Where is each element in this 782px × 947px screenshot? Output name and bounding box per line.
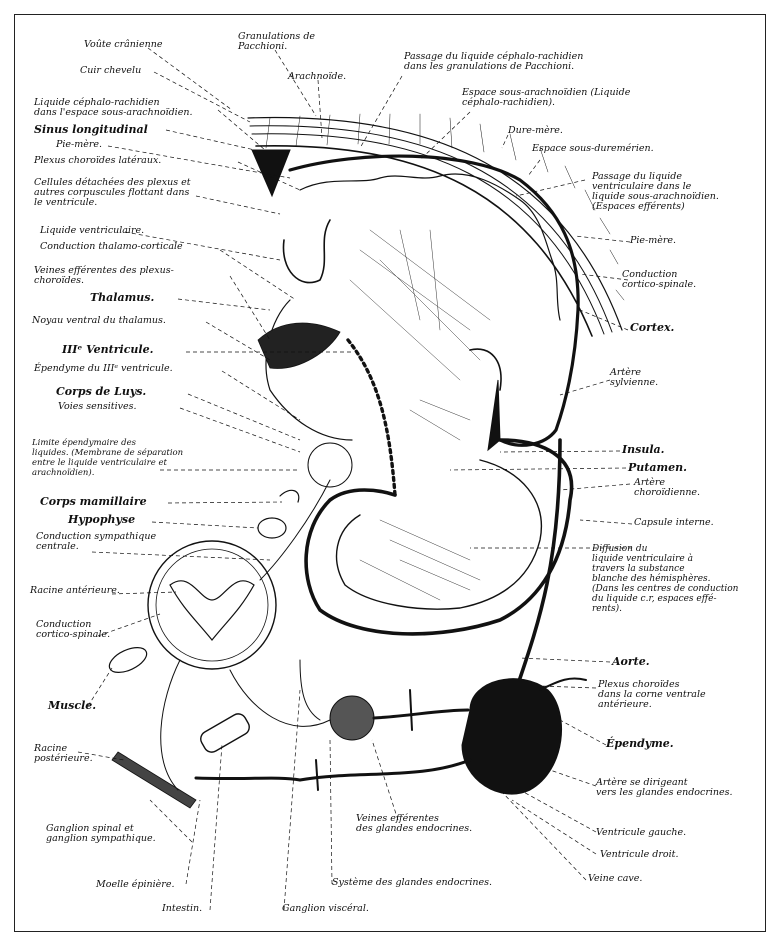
label-limite-ependymaire: Limite épendymaire des liquides. (Membra… <box>32 438 183 478</box>
label-cellules-detachees: Cellules détachées des plexus et autres … <box>34 178 191 208</box>
inner-gyri <box>300 174 560 320</box>
label-cuir-chevelu: Cuir chevelu <box>80 66 141 76</box>
label-artere-glandes: Artère se dirigeant vers les glandes end… <box>596 778 733 798</box>
label-veines-efferentes-plexus: Veines efférentes des plexus- choroïdes. <box>34 266 174 286</box>
muscle-shape <box>106 642 151 677</box>
label-ependyme: Épendyme. <box>606 738 674 750</box>
label-artere-choroidienne: Artère choroïdienne. <box>634 478 700 498</box>
label-espace-sous-arachnoidien: Espace sous-arachnoïdien (Liquide céphal… <box>462 88 630 108</box>
sylvian-fissure <box>470 349 501 390</box>
label-dure-mere: Dure-mère. <box>508 126 563 136</box>
sinus-longitudinal <box>252 150 290 196</box>
choroid-plexus <box>258 323 340 369</box>
label-lcr-espace: Liquide céphalo-rachidien dans l'espace … <box>34 98 192 118</box>
label-veine-cave: Veine cave. <box>588 874 642 884</box>
label-intestin: Intestin. <box>162 904 202 914</box>
label-ganglion-spinal: Ganglion spinal et ganglion sympathique. <box>46 824 156 844</box>
label-ganglion-visceral: Ganglion viscéral. <box>282 904 369 914</box>
label-moelle: Moelle épinière. <box>96 880 175 890</box>
label-systeme-glandes: Système des glandes endocrines. <box>332 878 492 888</box>
label-conduction-sympathique: Conduction sympathique centrale. <box>36 532 156 552</box>
label-conduction-thalamo: Conduction thalamo-corticale <box>40 242 183 252</box>
label-passage-ventriculaire: Passage du liquide ventriculaire dans le… <box>592 172 719 212</box>
label-conduction-cortico-spinale-right: Conduction cortico-spinale. <box>622 270 696 290</box>
cortex-contour <box>290 156 578 445</box>
label-corps-mamillaire: Corps mamillaire <box>40 496 147 508</box>
label-plexus-lateraux: Plexus choroïdes latéraux. <box>34 156 161 166</box>
heart <box>462 679 562 794</box>
thalamus-outline <box>266 300 352 440</box>
label-granulations: Granulations de Pacchioni. <box>238 32 315 52</box>
label-espace-sous-dure: Espace sous-duremérien. <box>532 144 654 154</box>
label-insula: Insula. <box>622 444 664 456</box>
label-corps-luys: Corps de Luys. <box>56 386 146 398</box>
label-aorte: Aorte. <box>612 656 650 668</box>
label-liquide-ventriculaire: Liquide ventriculaire. <box>40 226 144 236</box>
label-capsule-interne: Capsule interne. <box>634 518 714 528</box>
spinal-cord-section <box>148 541 276 669</box>
skull-layer-3 <box>252 134 604 334</box>
gyrus-left <box>283 220 330 283</box>
label-conduction-cortico-spinale-left: Conduction cortico-spinale. <box>36 620 110 640</box>
label-hypophyse: Hypophyse <box>68 514 135 526</box>
label-noyau-ventral: Noyau ventral du thalamus. <box>32 316 166 326</box>
dura-mater-line <box>256 146 592 336</box>
label-veines-efferentes-glandes: Veines efférentes des glandes endocrines… <box>356 814 472 834</box>
temporal-inner <box>337 460 542 609</box>
label-muscle: Muscle. <box>48 700 96 712</box>
label-passage-lcr: Passage du liquide céphalo-rachidien dan… <box>404 52 583 72</box>
label-ventricule-gauche: Ventricule gauche. <box>596 828 686 838</box>
ganglion-bar <box>112 752 196 808</box>
label-cortex: Cortex. <box>630 322 674 334</box>
label-ependyme-iii: Épendyme du IIIᵉ ventricule. <box>34 364 173 374</box>
label-racine-anterieure: Racine antérieure. <box>30 586 120 596</box>
label-iii-ventricule: IIIᵉ Ventricule. <box>62 344 153 356</box>
intestine-tube <box>198 711 252 755</box>
label-plexus-choroides-corne: Plexus choroïdes dans la corne ventrale … <box>598 680 706 710</box>
label-artere-sylvienne: Artère sylvienne. <box>610 368 658 388</box>
mammillary-body <box>280 490 299 502</box>
label-arachnoide: Arachnoïde. <box>288 72 346 82</box>
endocrine-gland <box>330 696 374 740</box>
label-racine-posterieure: Racine postérieure. <box>34 744 93 764</box>
label-pie-mere-left: Pie-mère. <box>56 140 102 150</box>
insula-notch <box>488 380 500 450</box>
label-voies-sensitives: Voies sensitives. <box>58 402 137 412</box>
label-putamen: Putamen. <box>628 462 687 474</box>
label-ventricule-droit: Ventricule droit. <box>600 850 678 860</box>
hypophysis <box>258 518 286 538</box>
ependymal-limit-dotted <box>348 340 395 495</box>
label-voute-cranienne: Voûte crânienne <box>84 40 162 50</box>
label-thalamus: Thalamus. <box>90 292 154 304</box>
label-diffusion: Diffusion du liquide ventriculaire à tra… <box>592 544 738 614</box>
label-pie-mere-right: Pie-mère. <box>630 236 676 246</box>
label-sinus-longitudinal: Sinus longitudinal <box>34 124 148 136</box>
